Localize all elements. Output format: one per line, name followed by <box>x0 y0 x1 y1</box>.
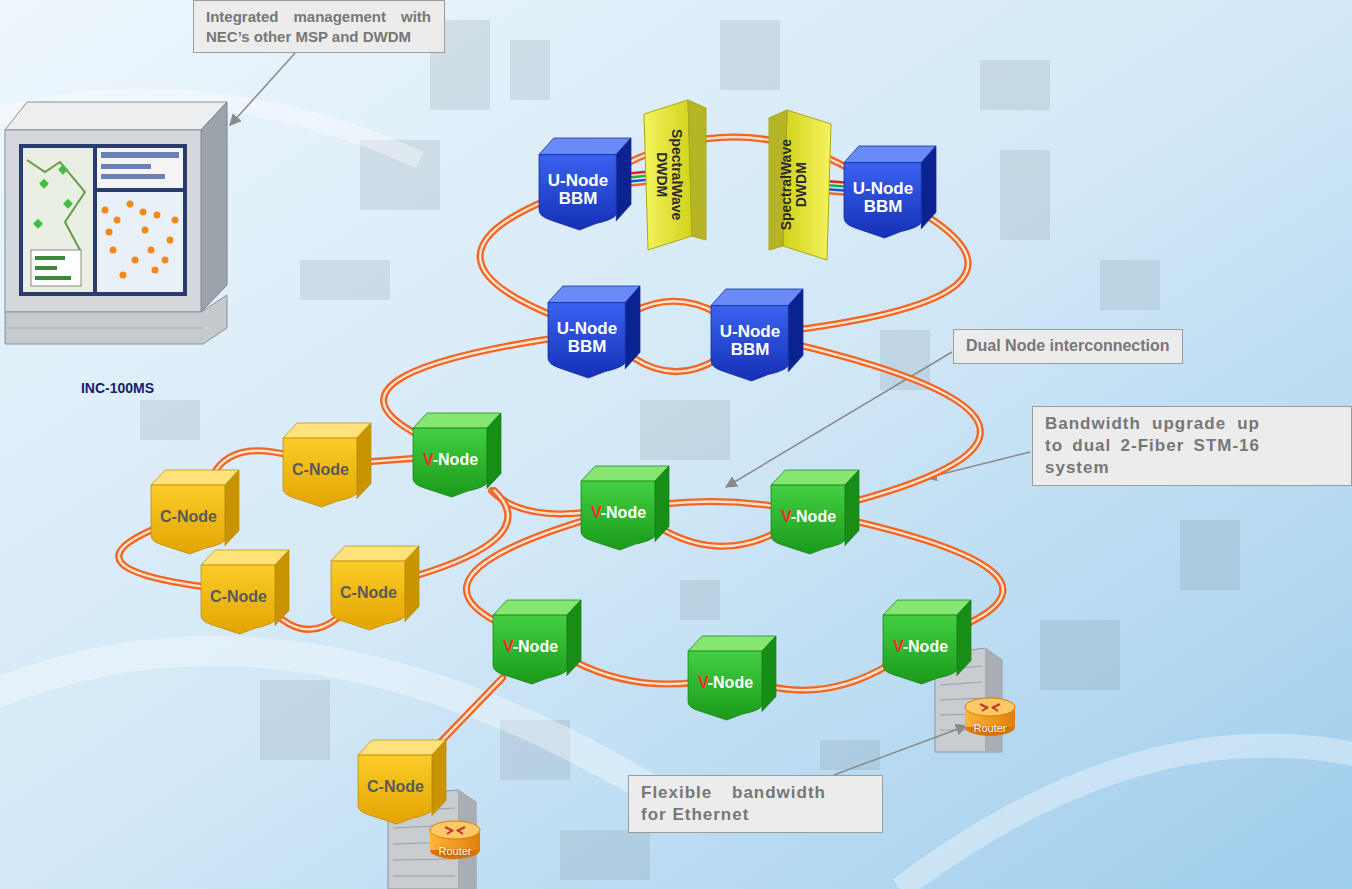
node-label: V-Node <box>496 639 566 656</box>
callout-box: Integrated management with NEC’s other M… <box>193 0 445 53</box>
node-label: U-Node BBM <box>847 180 919 216</box>
callout-text: Integrated management with NEC’s other M… <box>206 7 431 46</box>
node-label: V-Node <box>416 452 486 469</box>
node-label: C-Node <box>361 779 431 796</box>
node-label: V-Node <box>691 675 761 692</box>
dwdm-unit: SpectralWave DWDM <box>769 110 831 260</box>
u-node-cube: U-Node BBM <box>711 289 803 381</box>
callout-box: Dual Node interconnection <box>953 329 1183 364</box>
v-node-cube: V-Node <box>493 600 581 684</box>
callout-box: Bandwidth upgrade up to dual 2-Fiber STM… <box>1032 406 1352 486</box>
management-terminal: INC-100MS <box>5 100 230 400</box>
c-node-cube: C-Node <box>201 550 289 634</box>
fiber-ring <box>480 201 555 317</box>
node-label: V-Node <box>886 639 956 656</box>
fiber-ring <box>852 521 1002 625</box>
c-node-cube: C-Node <box>331 546 419 630</box>
fiber-ring <box>574 661 694 684</box>
fiber-ring <box>633 358 718 372</box>
u-node-cube: U-Node BBM <box>548 286 640 378</box>
node-label: U-Node BBM <box>551 320 623 356</box>
v-node-cube: V-Node <box>883 600 971 684</box>
node-label: Router <box>438 845 471 857</box>
fiber-ring <box>466 519 587 623</box>
fiber-ring <box>662 502 777 507</box>
v-node-cube: V-Node <box>688 636 776 720</box>
c-node-cube: C-Node <box>283 423 371 507</box>
node-label: V-Node <box>774 509 844 526</box>
callout-text: Flexible bandwidth for Ethernet <box>641 782 826 826</box>
fiber-ring <box>364 458 419 462</box>
node-label: U-Node BBM <box>542 172 614 208</box>
u-node-cube: U-Node BBM <box>844 146 936 238</box>
node-label: C-Node <box>154 509 224 526</box>
node-label: Router <box>973 722 1006 734</box>
fiber-ring <box>282 618 337 629</box>
fiber-ring <box>633 301 718 313</box>
node-label: U-Node BBM <box>714 323 786 359</box>
monitor-illustration <box>5 100 230 400</box>
fiber-ring <box>769 664 889 690</box>
fiber-ring <box>662 529 777 546</box>
v-node-cube: V-Node <box>413 413 501 497</box>
node-label: SpectralWave DWDM <box>654 110 683 240</box>
leader-arrow <box>230 53 295 125</box>
c-node-cube: C-Node <box>358 740 446 824</box>
callout-box: Flexible bandwidth for Ethernet <box>628 775 883 833</box>
node-label: SpectralWave DWDM <box>779 120 808 250</box>
v-node-cube: V-Node <box>581 466 669 550</box>
decor-swoosh <box>0 98 1352 889</box>
node-label: V-Node <box>584 505 654 522</box>
fiber-ring <box>436 678 502 747</box>
node-label: C-Node <box>286 462 356 479</box>
callout-text: Bandwidth upgrade up to dual 2-Fiber STM… <box>1045 413 1260 479</box>
callout-text: Dual Node interconnection <box>966 336 1170 357</box>
u-node-cube: U-Node BBM <box>539 138 631 230</box>
router-cylinder: Router <box>429 820 481 860</box>
node-label: INC-100MS <box>81 380 154 396</box>
v-node-cube: V-Node <box>771 470 859 554</box>
fiber-ring <box>412 491 508 577</box>
c-node-cube: C-Node <box>151 470 239 554</box>
router-cylinder: Router <box>964 697 1016 737</box>
leader-arrow <box>834 726 967 775</box>
fiber-ring <box>384 338 555 436</box>
dwdm-unit: SpectralWave DWDM <box>644 100 706 250</box>
node-label: C-Node <box>334 585 404 602</box>
node-label: C-Node <box>204 589 274 606</box>
